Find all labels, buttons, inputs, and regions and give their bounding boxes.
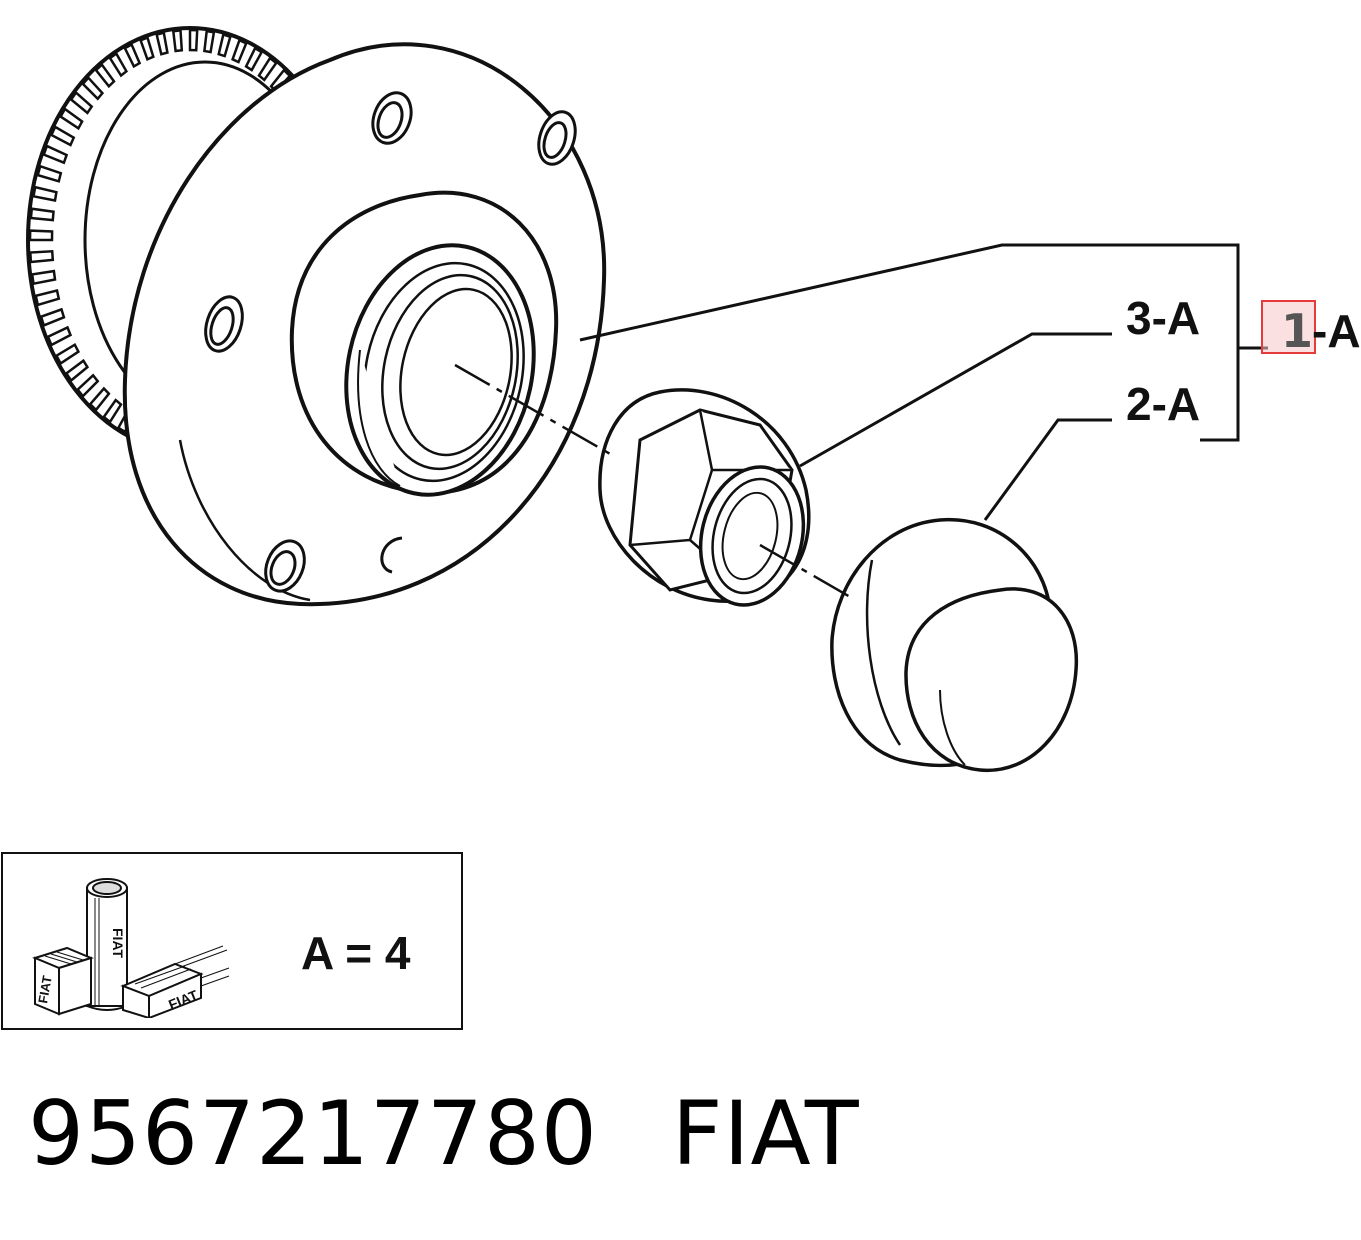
tone-ring-tooth [123,42,142,69]
callout-1-suffix: -A [1312,305,1361,357]
tone-ring-tooth [88,386,111,412]
parts-diagram: 1 -A 3-A 2-A [26,26,1361,773]
tone-ring-tooth [36,164,63,183]
svg-text:FIAT: FIAT [35,974,55,1004]
brand-name: FIAT [671,1082,860,1185]
fiat-parts-logo-icon: FIAT FIAT FIAT [32,878,230,1018]
tone-ring-tooth [64,358,90,383]
tone-ring-tooth [34,288,61,307]
tone-ring-tooth [28,249,55,264]
callout-1-highlight [1261,300,1316,354]
callout-1-number: 1 [1281,304,1313,358]
bolt-holes [204,91,577,593]
centre-axis [454,363,853,600]
dust-cap [830,517,1079,773]
tone-ring-tooth [188,28,199,52]
tone-ring-tooth [42,144,69,165]
tone-ring-tooth [81,75,105,101]
tone-ring-tooth [217,33,232,58]
tone-ring-tooth [32,185,58,202]
hub-nut [598,388,811,607]
tone-ring-tooth [75,373,100,398]
tone-ring-tooth [171,29,184,53]
leader-lines [579,243,1268,521]
tone-ring-tooth [39,307,66,328]
callout-item-3[interactable]: 3-A [1126,292,1200,344]
tone-ring-tooth [30,269,57,286]
wheel-hub [26,26,607,607]
quantity-legend-text: A = 4 [301,927,411,979]
tone-ring-tooth [46,325,73,347]
callout-item-1[interactable]: 1 -A [1261,300,1361,358]
svg-text:FIAT: FIAT [110,928,126,959]
tone-ring-tooth [108,51,129,78]
tone-ring-tooth [69,90,94,115]
tone-ring-tooth [155,31,169,56]
tone-ring-tooth [139,35,155,61]
hub-bearing-boss [289,190,559,497]
quantity-legend: FIAT FIAT FIAT A = 4 [1,852,463,1030]
tone-ring-tooth [257,56,278,82]
tone-ring-tooth [231,38,248,64]
tone-ring-tooth [29,207,55,222]
tone-ring-tooth [203,29,216,54]
tone-ring-tooth [54,342,81,366]
tone-ring-tooth [244,46,264,72]
tone-ring-tooth [102,398,123,424]
tone-ring-tooth [58,107,84,131]
tone-ring-tooth [28,229,54,242]
tone-ring-tooth [49,125,76,147]
callout-item-2[interactable]: 2-A [1126,378,1200,430]
part-number: 9567217780 [28,1082,598,1185]
tone-ring-tooth [94,62,116,89]
